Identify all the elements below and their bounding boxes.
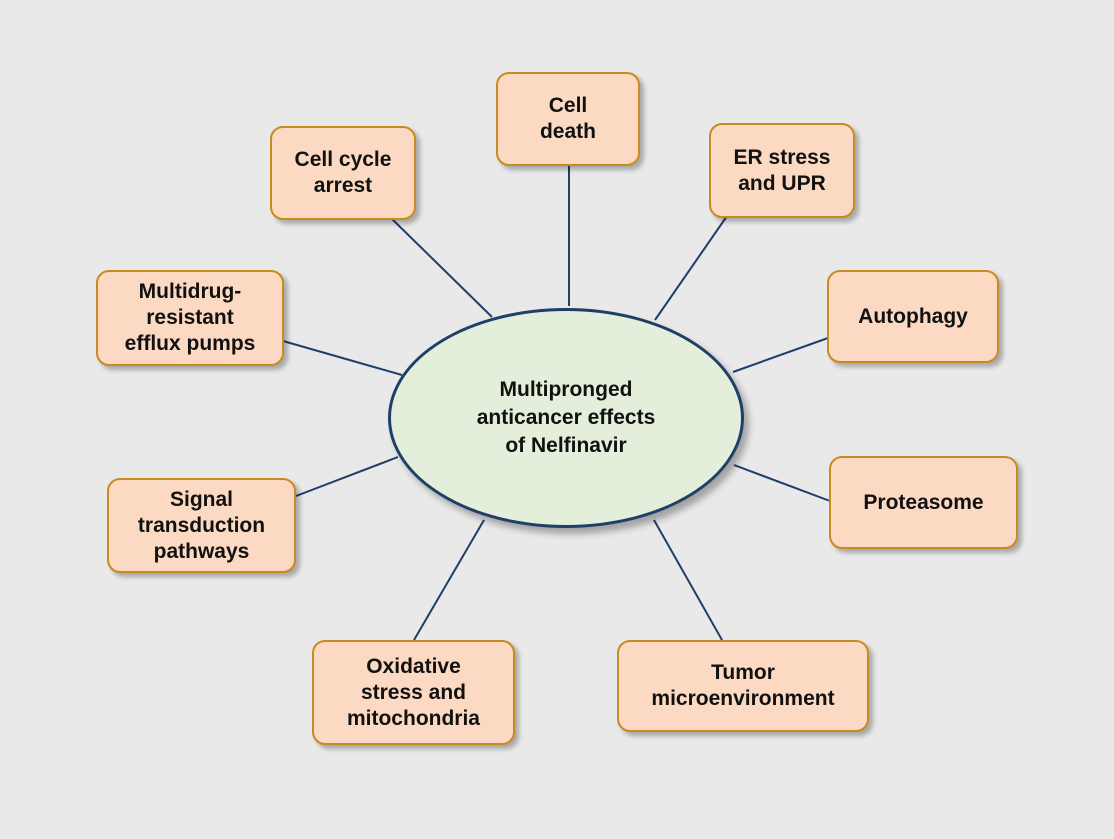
node-tumor-microenvironment-label: Tumor microenvironment	[651, 661, 835, 710]
connector-oxidative-stress	[413, 519, 485, 641]
node-cell-cycle-arrest-label: Cell cycle arrest	[294, 148, 392, 197]
node-proteasome: Proteasome	[829, 456, 1018, 549]
node-tumor-microenvironment: Tumor microenvironment	[617, 640, 869, 732]
node-cell-death: Cell death	[496, 72, 640, 166]
connector-autophagy	[732, 337, 829, 373]
node-signal-transduction-label: Signal transduction pathways	[137, 487, 266, 563]
node-multidrug-efflux-pumps: Multidrug- resistant efflux pumps	[96, 270, 284, 366]
connector-signal-transduction	[295, 456, 399, 497]
node-er-stress-upr-label: ER stress and UPR	[733, 145, 831, 195]
connector-cell-cycle	[391, 218, 493, 318]
node-autophagy-label: Autophagy	[858, 304, 968, 328]
central-concept-label: Multipronged anticancer effects of Nelfi…	[476, 378, 656, 457]
node-er-stress-upr: ER stress and UPR	[709, 123, 855, 218]
node-autophagy: Autophagy	[827, 270, 999, 363]
central-concept-ellipse: Multipronged anticancer effects of Nelfi…	[388, 308, 744, 528]
node-oxidative-stress-mitochondria-label: Oxidative stress and mitochondria	[346, 654, 480, 730]
node-signal-transduction: Signal transduction pathways	[107, 478, 296, 573]
node-cell-death-label: Cell death	[539, 94, 596, 143]
connector-multidrug-efflux	[282, 340, 403, 376]
node-multidrug-efflux-pumps-label: Multidrug- resistant efflux pumps	[124, 280, 256, 355]
connector-er-stress	[654, 215, 728, 321]
connector-tumor-microenvironment	[653, 519, 723, 641]
node-oxidative-stress-mitochondria: Oxidative stress and mitochondria	[312, 640, 515, 745]
node-cell-cycle-arrest: Cell cycle arrest	[270, 126, 416, 220]
connector-proteasome	[733, 464, 831, 502]
node-proteasome-label: Proteasome	[863, 490, 984, 514]
